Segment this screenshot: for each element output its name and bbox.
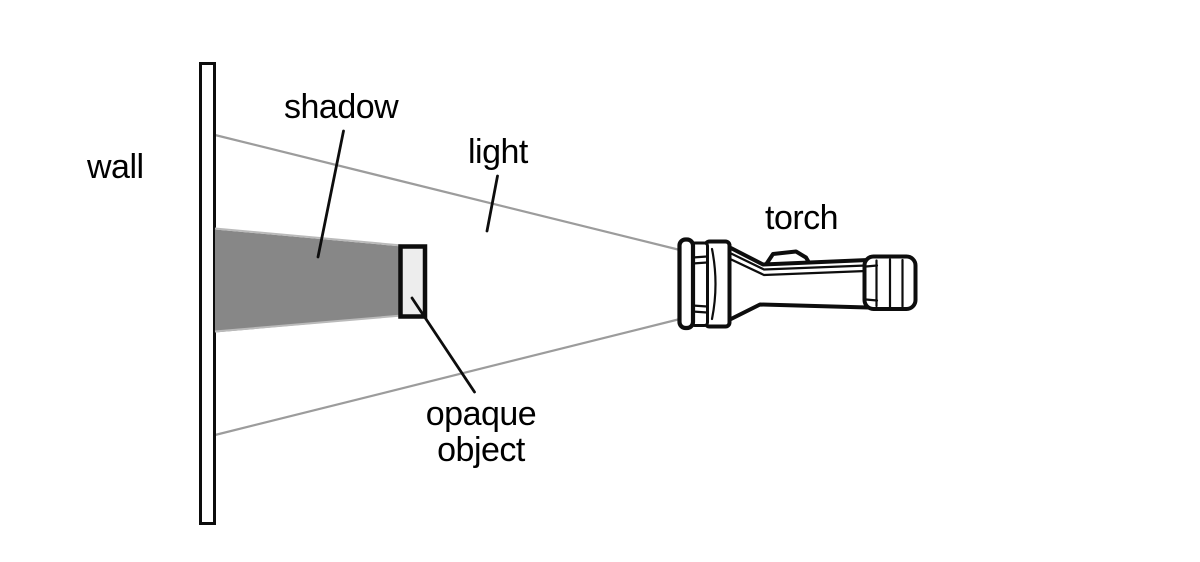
torch-reflector-curve (710, 247, 717, 321)
torch-body-line (725, 256, 868, 277)
opaque-object-shape (398, 244, 428, 319)
torch-head (703, 239, 732, 329)
label-torch: torch (765, 199, 839, 237)
shadow-bottom-edge (214, 314, 403, 333)
label-opaque-object-line1: opaque (425, 395, 537, 433)
label-opaque-object-line2: object (437, 431, 525, 469)
light-ray-top (214, 133, 685, 253)
label-light: light (468, 133, 528, 171)
label-wall: wall (87, 148, 144, 186)
torch-tailcap-line (864, 264, 879, 268)
torch-illustration (677, 237, 918, 331)
shadow-leader-line (316, 129, 345, 259)
torch-body-line (725, 250, 868, 271)
shadow-top-edge (214, 227, 403, 247)
light-ray-bottom (214, 316, 685, 437)
label-shadow: shadow (284, 88, 399, 126)
torch-tailcap-line (864, 298, 879, 302)
light-leader-line (485, 174, 499, 233)
opaque-object-leader-line (410, 296, 476, 394)
wall-shape (199, 62, 216, 525)
shadow-region (215, 229, 402, 333)
torch-head-rim (677, 237, 696, 331)
label-opaque-object: opaque object (425, 395, 537, 469)
